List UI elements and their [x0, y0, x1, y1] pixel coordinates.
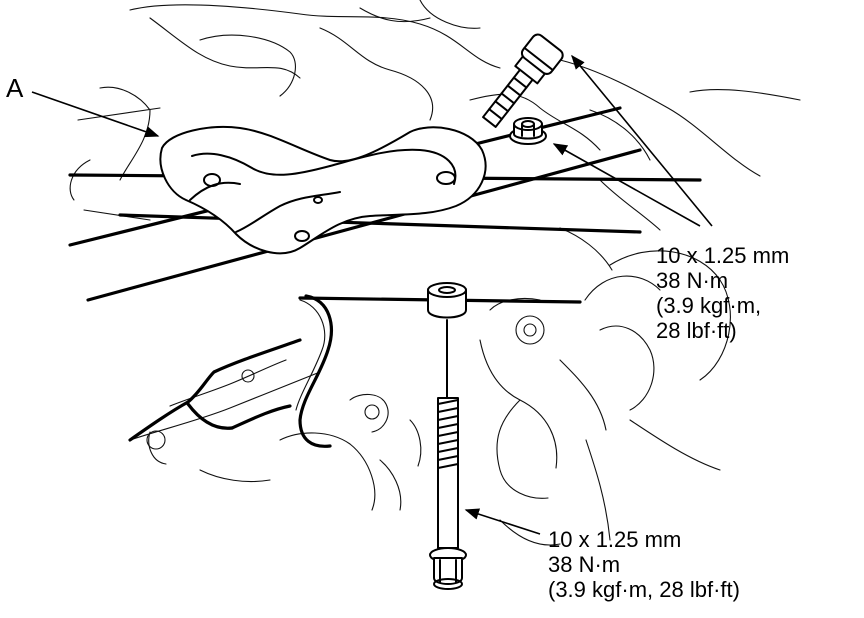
leader-lines: [31, 54, 713, 535]
upper-bolt-size: 10 x 1.25 mm: [656, 243, 790, 268]
lower-bolt-size: 10 x 1.25 mm: [548, 527, 682, 552]
lower-mount-plate: [128, 294, 333, 448]
callout-a-label: A: [6, 73, 24, 103]
upper-bolt-torque-lbf: 28 lbf·ft): [656, 318, 737, 343]
bracket-a: [159, 126, 487, 255]
upper-bolt: [482, 33, 564, 128]
lower-collar: [427, 282, 467, 399]
upper-bolt-torque-spec: 10 x 1.25 mm 38 N·m (3.9 kgf·m, 28 lbf·f…: [656, 243, 789, 343]
upper-flange-nut: [509, 117, 547, 145]
lower-bolt-torque-spec: 10 x 1.25 mm 38 N·m (3.9 kgf·m, 28 lbf·f…: [548, 527, 740, 602]
upper-bolt-torque-kgf: (3.9 kgf·m,: [656, 293, 762, 318]
upper-bolt-torque-nm: 38 N·m: [656, 268, 729, 293]
lower-bolt-torque-nm: 38 N·m: [548, 552, 621, 577]
lower-bolt-torque-alt: (3.9 kgf·m, 28 lbf·ft): [548, 577, 740, 602]
engine-background: [69, 0, 801, 546]
lower-bolt: [429, 397, 467, 590]
